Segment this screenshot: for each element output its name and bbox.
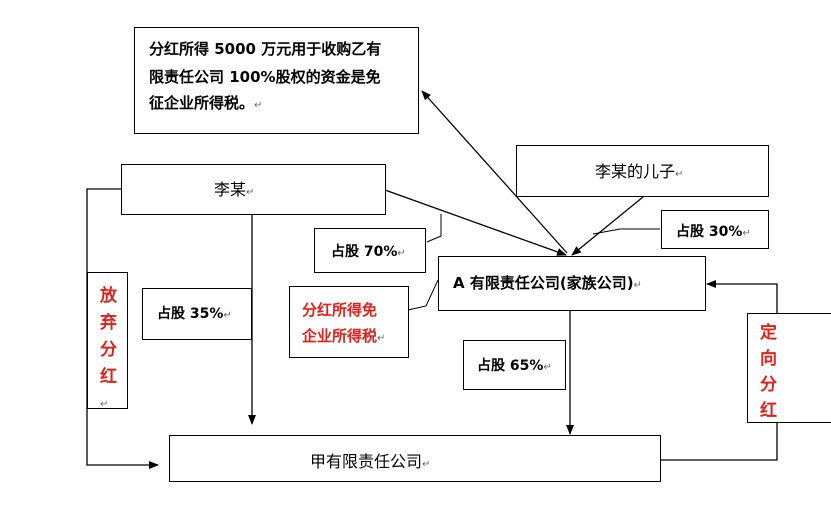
callout-70-leader xyxy=(426,214,442,243)
company-a-box: A 有限责任公司(家族公司)↵ xyxy=(438,256,706,311)
arrow-son-to-a xyxy=(571,196,644,256)
waive-dividend-box: 放 弃 分 红↵ xyxy=(87,272,128,410)
share-65-callout: 占股 65%↵ xyxy=(463,340,566,390)
person-li-box: 李某↵ xyxy=(121,164,386,215)
directed-dividend-box: 定 向 分 红 xyxy=(747,313,831,423)
arrow-a-to-note xyxy=(421,90,568,254)
dividend-exempt-line1: 分红所得免 xyxy=(302,301,378,319)
share-30-callout: 占股 30%↵ xyxy=(661,210,769,249)
arrow-li-to-a xyxy=(384,189,567,256)
company-a-label: A 有限责任公司(家族公司)↵ xyxy=(453,274,642,292)
company-jia-label: 甲有限责任公司↵ xyxy=(310,452,431,471)
dividend-exempt-callout: 分红所得免 企业所得税↵ xyxy=(289,286,409,358)
company-jia-box: 甲有限责任公司↵ xyxy=(169,435,661,482)
share-30-label: 占股 30%↵ xyxy=(676,224,751,240)
tax-note-line3: 征企业所得税。↵ xyxy=(149,94,263,112)
callout-30-leader xyxy=(592,228,660,235)
person-son-box: 李某的儿子↵ xyxy=(516,145,769,197)
tax-note-box: 分红所得 5000 万元用于收购乙有 限责任公司 100%股权的资金是免 征企业… xyxy=(134,27,419,134)
share-65-label: 占股 65%↵ xyxy=(477,358,552,374)
share-70-label: 占股 70%↵ xyxy=(331,244,406,260)
dividend-exempt-line2: 企业所得税↵ xyxy=(302,327,386,345)
tax-note-line2: 限责任公司 100%股权的资金是免 xyxy=(149,68,381,86)
share-70-callout: 占股 70%↵ xyxy=(314,228,426,273)
share-35-label: 占股 35%↵ xyxy=(157,306,232,322)
directed-dividend-label: 定 向 分 红 xyxy=(760,323,777,421)
tax-note-line1: 分红所得 5000 万元用于收购乙有 xyxy=(149,40,382,58)
waive-dividend-label: 放 弃 分 红↵ xyxy=(100,286,117,410)
person-son-label: 李某的儿子↵ xyxy=(595,162,684,181)
callout-exempt-leader xyxy=(407,279,439,311)
share-35-callout: 占股 35%↵ xyxy=(142,288,252,340)
person-li-label: 李某↵ xyxy=(214,180,255,199)
